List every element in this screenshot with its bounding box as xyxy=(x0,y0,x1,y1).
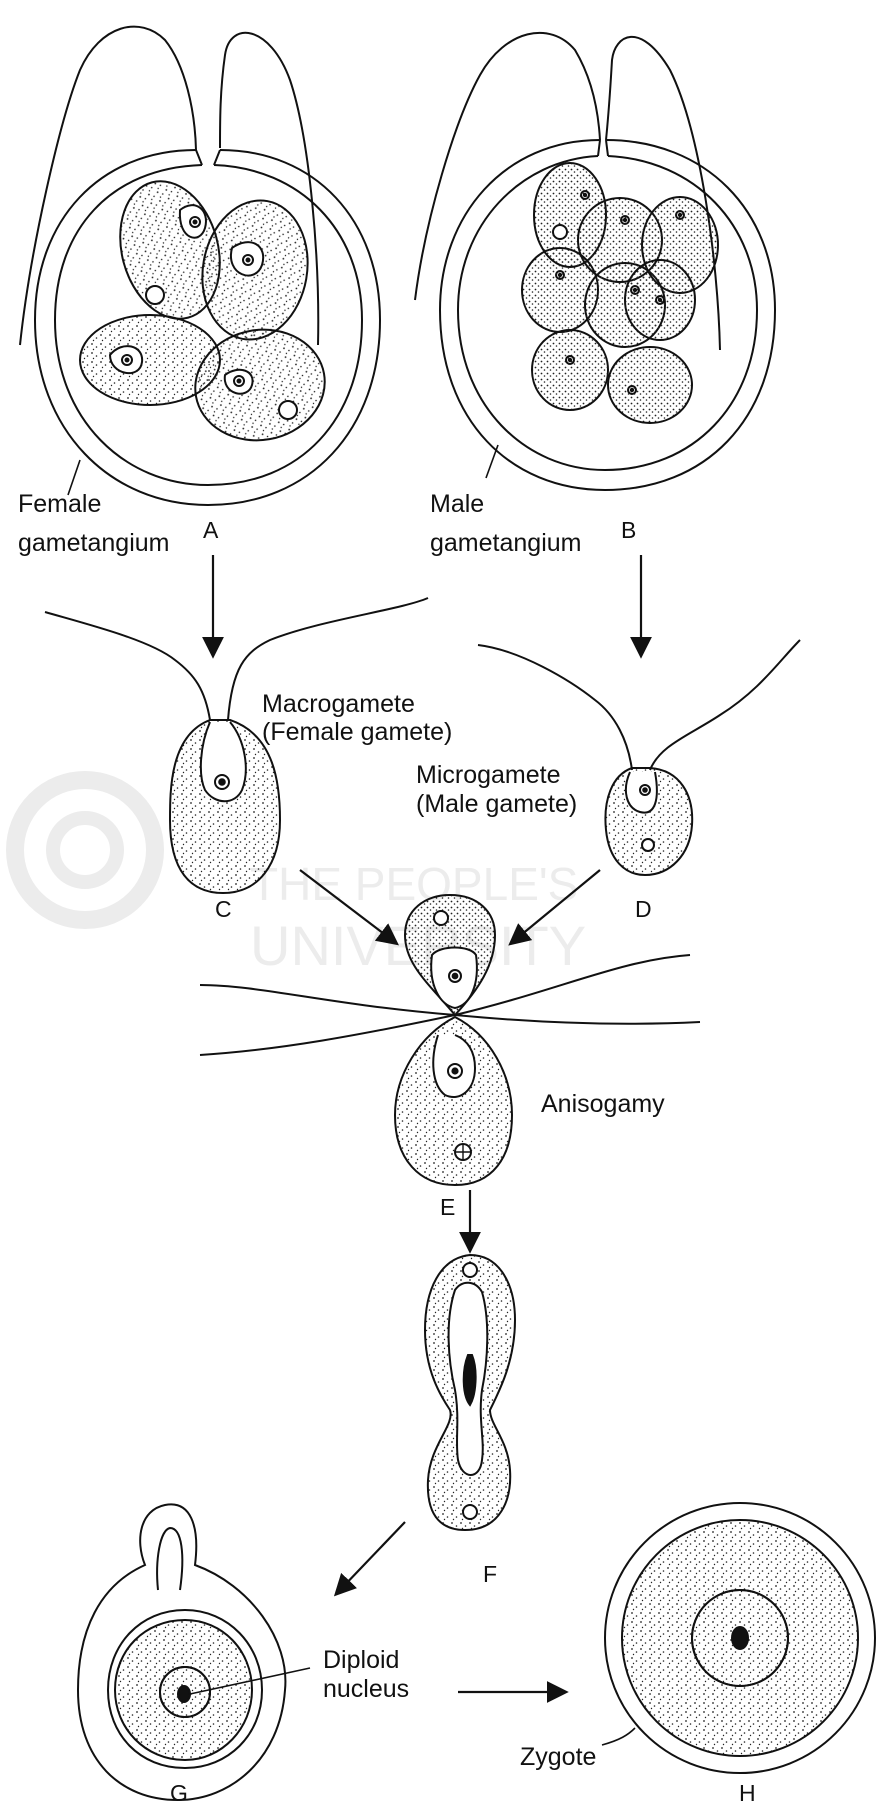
label-macrogamete-line2: (Female gamete) xyxy=(262,718,452,746)
male-gametes-cluster xyxy=(522,163,718,423)
arrow-f-to-g xyxy=(340,1522,405,1590)
label-female-line1: Female xyxy=(18,490,101,518)
label-female-line2: gametangium xyxy=(18,529,169,557)
label-microgamete-line1: Microgamete xyxy=(416,761,561,789)
label-stage-h: H xyxy=(739,1780,756,1806)
mature-zygote-h xyxy=(602,1503,875,1773)
female-gametes-cluster xyxy=(80,170,334,450)
label-anisogamy: Anisogamy xyxy=(541,1090,665,1118)
microgamete xyxy=(478,640,800,875)
label-stage-d: D xyxy=(635,896,652,922)
male-gametangium xyxy=(415,33,775,490)
label-zygote: Zygote xyxy=(520,1743,596,1771)
label-male-line1: Male xyxy=(430,490,484,518)
label-stage-c: C xyxy=(215,896,232,922)
fused-zygote-f xyxy=(425,1255,515,1530)
young-zygote-g xyxy=(78,1504,310,1800)
label-stage-a: A xyxy=(203,517,219,543)
label-macrogamete-line1: Macrogamete xyxy=(262,690,415,718)
watermark-line1: THE PEOPLE'S xyxy=(250,858,578,910)
label-diploid-line1: Diploid xyxy=(323,1646,399,1674)
label-microgamete-line2: (Male gamete) xyxy=(416,790,577,818)
label-stage-b: B xyxy=(621,517,636,543)
label-male-line2: gametangium xyxy=(430,529,581,557)
label-diploid-line2: nucleus xyxy=(323,1675,409,1703)
label-stage-e: E xyxy=(440,1194,455,1220)
label-stage-f: F xyxy=(483,1561,497,1587)
female-gametangium xyxy=(20,27,380,505)
label-stage-g: G xyxy=(170,1780,188,1806)
